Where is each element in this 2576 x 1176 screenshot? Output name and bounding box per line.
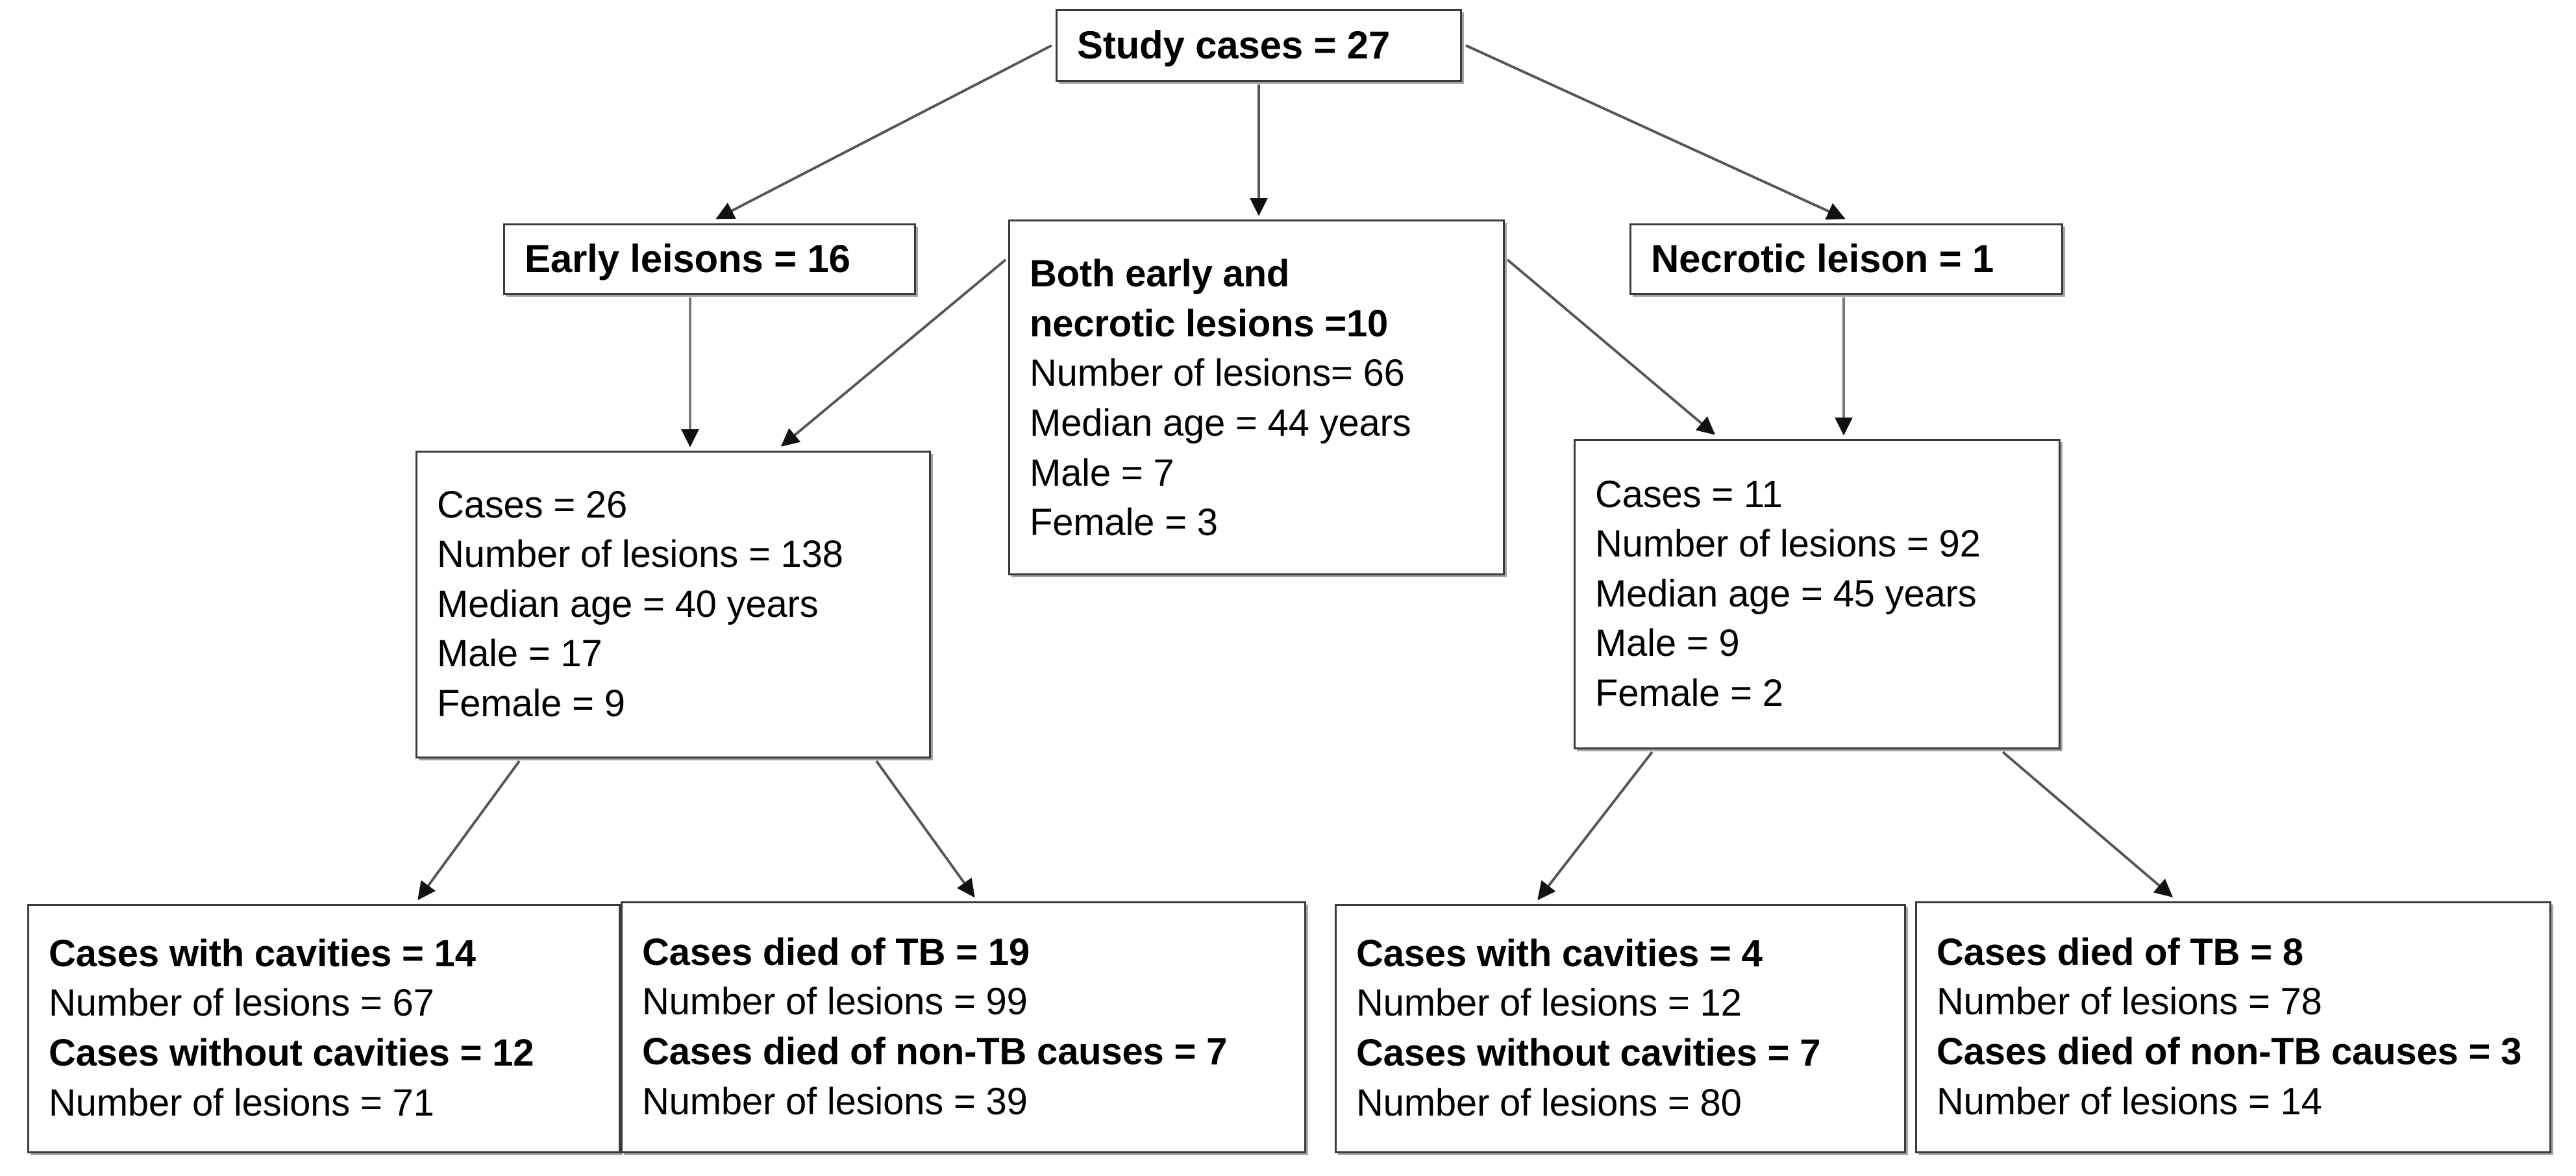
node-line: Number of lesions = 39 bbox=[642, 1080, 1028, 1123]
node-line: Female = 3 bbox=[1030, 501, 1218, 544]
node-line: Cases died of TB = 8 bbox=[1937, 931, 2303, 973]
node-line: Number of lesions = 138 bbox=[437, 533, 843, 576]
node-line: Number of lesions = 71 bbox=[49, 1081, 434, 1124]
edge-early-cases-to-early-cavities bbox=[417, 760, 521, 901]
node-line: Number of lesions = 12 bbox=[1356, 982, 1742, 1025]
node-line: Both early and bbox=[1030, 253, 1290, 295]
node-line: Cases with cavities = 4 bbox=[1356, 932, 1763, 975]
edge-early-cases-to-early-deaths bbox=[875, 760, 975, 898]
node-line: Male = 7 bbox=[1030, 451, 1174, 494]
node-line: Male = 9 bbox=[1595, 622, 1740, 665]
node-early-cavities[interactable]: Cases with cavities = 14 Number of lesio… bbox=[27, 904, 621, 1153]
node-line: Cases died of non-TB causes = 7 bbox=[642, 1031, 1228, 1073]
node-line: Cases without cavities = 12 bbox=[49, 1032, 534, 1074]
node-necrotic-deaths[interactable]: Cases died of TB = 8 Number of lesions =… bbox=[1915, 901, 2551, 1153]
node-study-cases[interactable]: Study cases = 27 bbox=[1056, 9, 1462, 82]
node-necrotic-cases-summary[interactable]: Cases = 11 Number of lesions = 92 Median… bbox=[1574, 439, 2061, 749]
node-line: Median age = 44 years bbox=[1030, 402, 1411, 444]
node-line: Number of lesions = 67 bbox=[49, 982, 434, 1025]
node-both-early-and-necrotic-lesions[interactable]: Both early and necrotic lesions =10 Numb… bbox=[1008, 219, 1505, 575]
node-line: Cases with cavities = 14 bbox=[49, 932, 476, 975]
node-line: Number of lesions = 78 bbox=[1937, 981, 2322, 1023]
node-line: Number of lesions = 80 bbox=[1356, 1081, 1742, 1124]
node-necrotic-cavities[interactable]: Cases with cavities = 4 Number of lesion… bbox=[1335, 904, 1906, 1153]
node-early-cases-summary[interactable]: Cases = 26 Number of lesions = 138 Media… bbox=[415, 451, 931, 758]
edge-necrotic-cases-to-necrotic-cavities bbox=[1537, 751, 1653, 901]
node-line: Early leisons = 16 bbox=[525, 237, 850, 281]
node-line: Cases = 11 bbox=[1595, 473, 1783, 516]
node-line: Number of lesions= 66 bbox=[1030, 352, 1405, 395]
node-line: Female = 2 bbox=[1595, 671, 1783, 714]
node-early-lesions[interactable]: Early leisons = 16 bbox=[503, 223, 916, 295]
node-necrotic-lesion[interactable]: Necrotic leison = 1 bbox=[1629, 223, 2063, 295]
edge-root-to-necrotic-lesion bbox=[1465, 44, 1846, 220]
node-line: Number of lesions = 92 bbox=[1595, 523, 1981, 566]
node-line: Male = 17 bbox=[437, 632, 602, 675]
node-line: Cases = 26 bbox=[437, 483, 628, 526]
edge-root-to-early-lesions bbox=[715, 44, 1052, 219]
node-line: Median age = 45 years bbox=[1595, 572, 1977, 615]
node-early-deaths[interactable]: Cases died of TB = 19 Number of lesions … bbox=[621, 901, 1306, 1153]
node-line: Cases died of non-TB causes = 3 bbox=[1937, 1031, 2522, 1073]
node-line: necrotic lesions =10 bbox=[1030, 302, 1389, 345]
node-line: Number of lesions = 14 bbox=[1937, 1080, 2322, 1123]
node-line: Study cases = 27 bbox=[1077, 23, 1391, 68]
node-line: Median age = 40 years bbox=[437, 582, 819, 625]
node-line: Female = 9 bbox=[437, 682, 625, 725]
edge-necrotic-cases-to-necrotic-deaths bbox=[2001, 751, 2174, 897]
node-line: Cases died of TB = 19 bbox=[642, 931, 1030, 973]
node-line: Number of lesions = 99 bbox=[642, 981, 1028, 1023]
node-line: Necrotic leison = 1 bbox=[1651, 237, 1994, 281]
node-line: Cases without cavities = 7 bbox=[1356, 1032, 1821, 1074]
